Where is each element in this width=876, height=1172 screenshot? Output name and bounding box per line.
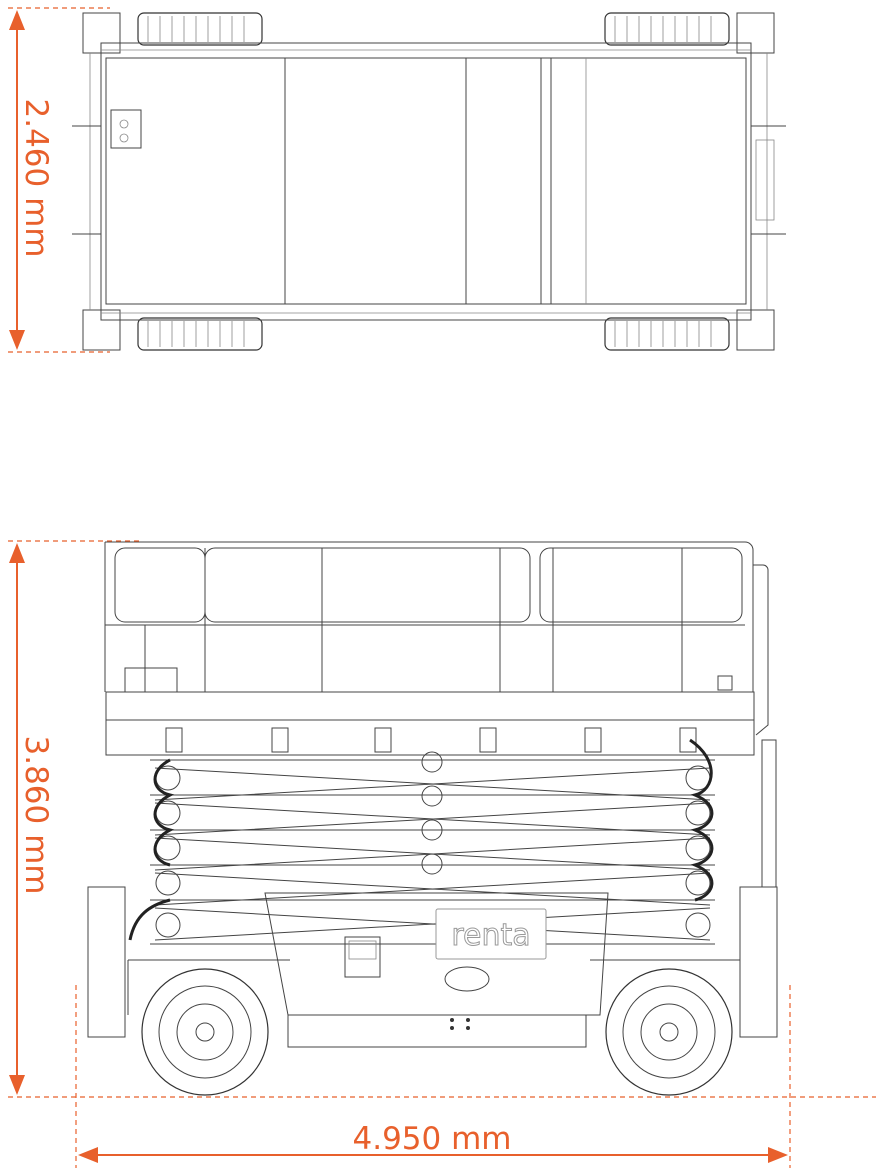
arrow-down-icon [9, 1075, 25, 1095]
control-panel [344, 936, 381, 978]
length-dimension: 4.950 mm [75, 985, 791, 1168]
width-label: 2.460 mm [18, 99, 54, 258]
top-wheel [604, 12, 730, 46]
side-wheel-rear [141, 968, 269, 1096]
side-wheel-front [605, 968, 733, 1096]
top-wheel [604, 317, 730, 351]
top-view [72, 12, 786, 351]
renta-logo: renta [451, 918, 530, 953]
height-label: 3.860 mm [18, 736, 54, 895]
arrow-left-icon [78, 1147, 98, 1163]
arrow-up-icon [9, 543, 25, 563]
height-dimension: 3.860 mm [8, 540, 876, 1098]
length-label: 4.950 mm [353, 1121, 512, 1157]
scissor-stack [128, 738, 715, 945]
control-box [110, 109, 142, 149]
arrow-up-icon [9, 10, 25, 30]
renta-logo-plate [435, 908, 547, 960]
top-wheel [137, 317, 263, 351]
side-view: renta [87, 541, 778, 1096]
width-dimension: 2.460 mm [8, 7, 110, 353]
arrow-right-icon [768, 1147, 788, 1163]
top-wheel [137, 12, 263, 46]
arrow-down-icon [9, 330, 25, 350]
